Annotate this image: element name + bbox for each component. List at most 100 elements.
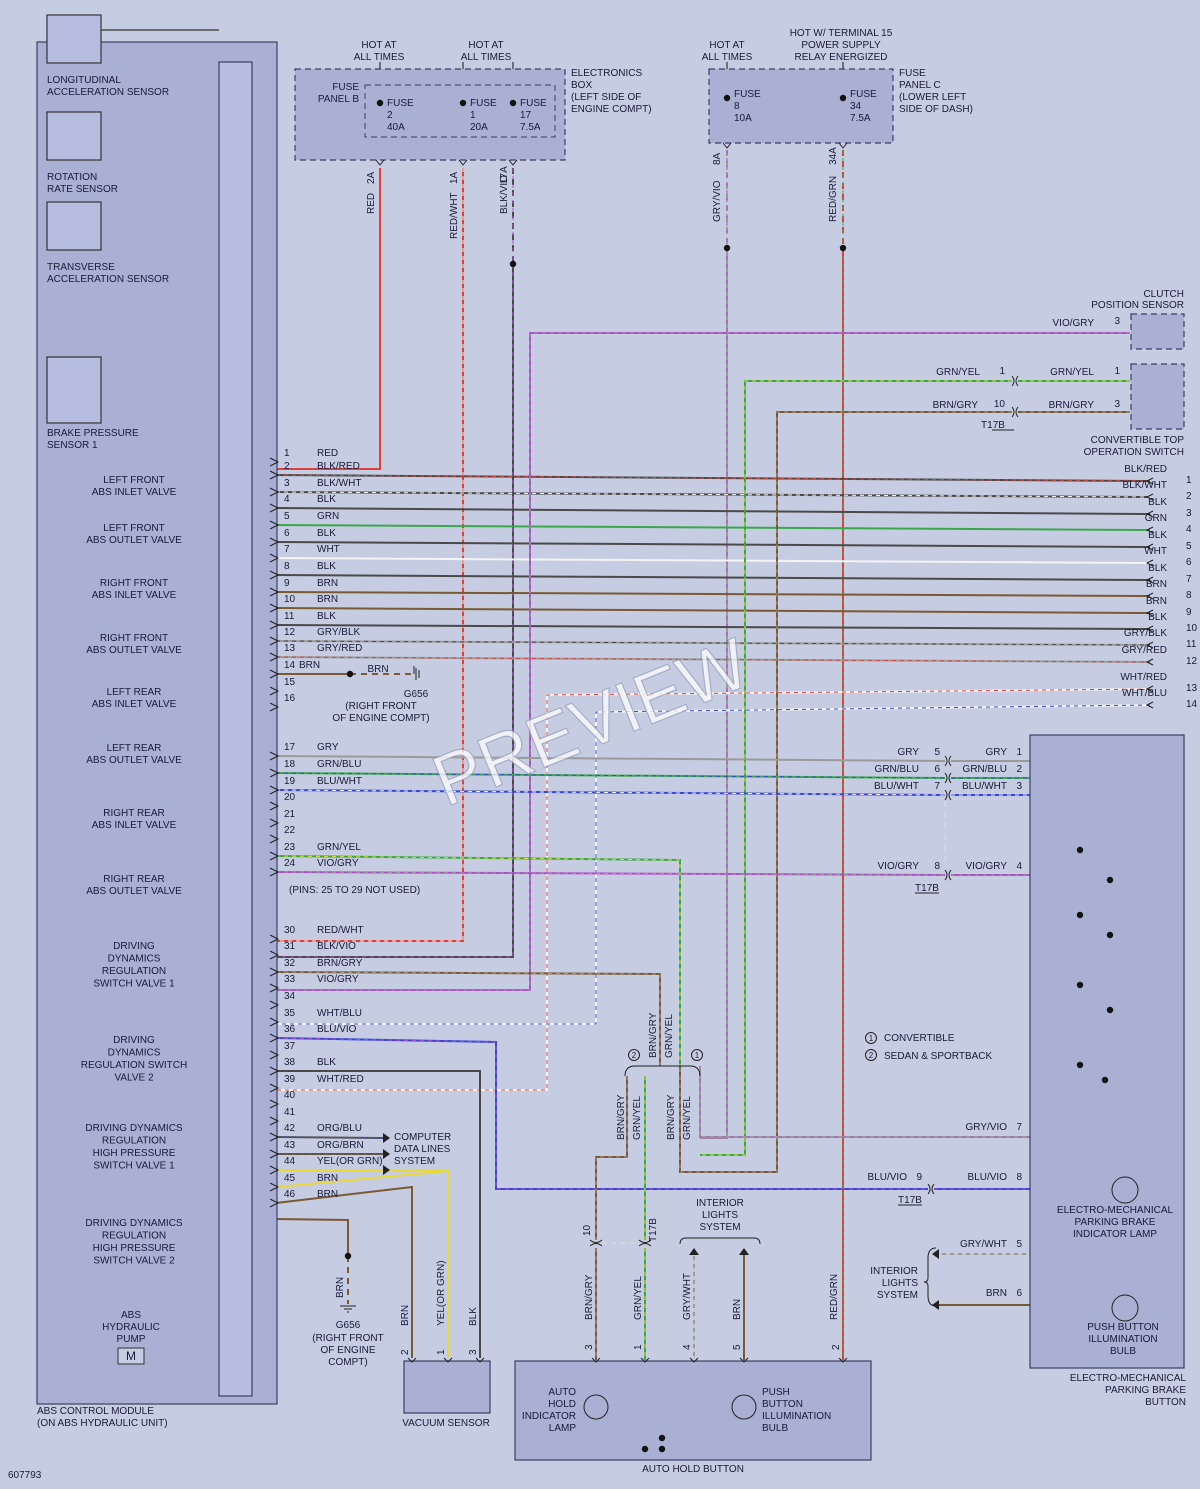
fuse-panel-b (294, 68, 566, 161)
labels-layer: ABS CONTROL MODULE(ON ABS HYDRAULIC UNIT… (8, 28, 1198, 1481)
fuse-node (839, 94, 847, 102)
pin-number: 38 (284, 1057, 296, 1068)
ah-indicator-label: AUTO (548, 1387, 576, 1398)
wire-label: GRN (317, 511, 339, 522)
connector-symbol (944, 755, 952, 767)
pin-number: 9 (916, 1172, 922, 1183)
wire-label: BLU/WHT (962, 781, 1007, 792)
pin-number: 31 (284, 941, 296, 952)
legend-text: SEDAN & SPORTBACK (884, 1051, 993, 1062)
wire-label: VIO/GRY (966, 861, 1008, 872)
pin-number: 5 (934, 747, 940, 758)
valve-label: DRIVING (113, 1035, 155, 1046)
wire-wht-red-stripe (276, 688, 1151, 1091)
connector-symbol (589, 1239, 652, 1247)
pin-chevron (1145, 477, 1154, 485)
ah-indicator-lamp (583, 1394, 609, 1420)
pin-chevron (1145, 526, 1154, 534)
pin-number: 1 (633, 1344, 644, 1350)
pin-number: 30 (284, 925, 296, 936)
fuse-label: FUSE (850, 89, 877, 100)
pin-number: 1 (1016, 747, 1022, 758)
ground-label: OF ENGINE (320, 1345, 375, 1356)
splice-dot (658, 1445, 666, 1453)
arrow-right (383, 1149, 390, 1159)
pin-chevron (269, 1050, 280, 1060)
fuse-panel-c (708, 68, 894, 144)
ground-label: (RIGHT FRONT (345, 701, 416, 712)
wire-label: GRY (986, 747, 1008, 758)
wire-label: BRN/GRY (616, 1094, 627, 1140)
figure-code: 607793 (8, 1470, 42, 1481)
hot-label: HOT W/ TERMINAL 15 (790, 28, 893, 39)
valve-label: DYNAMICS (108, 954, 161, 965)
wire-label: BLK/VIO (499, 175, 510, 214)
valve-label: DRIVING DYNAMICS (85, 1218, 183, 1229)
pin-chevron (591, 1357, 601, 1363)
pin-id: 17A (499, 166, 510, 184)
wire-label: RED (366, 193, 377, 214)
indicator-lamp (1111, 1176, 1139, 1204)
pin-number: 1 (1114, 366, 1120, 377)
interior-label: SYSTEM (699, 1222, 740, 1233)
pin-chevron (475, 1357, 485, 1363)
pin-number: 34 (284, 991, 296, 1002)
sensor-box (46, 14, 102, 64)
connector-symbol (1011, 406, 1019, 418)
fuse-node (509, 99, 517, 107)
pin-number: 46 (284, 1189, 296, 1200)
wire-label: BLK (317, 611, 336, 622)
wire-label: BLU/WHT (874, 781, 919, 792)
abs-module-label: ABS CONTROL MODULE (37, 1406, 154, 1417)
bulb-label: ILLUMINATION (1088, 1334, 1157, 1345)
pin-number: 5 (732, 1344, 743, 1350)
pin-number: 37 (284, 1041, 296, 1052)
computer-label: COMPUTER (394, 1132, 451, 1143)
wire-label: BRN/GRY (1049, 400, 1095, 411)
pin-chevron (269, 669, 280, 679)
wire-brn-gry-conv-stripe (679, 411, 1012, 1173)
pin-chevron (269, 768, 280, 778)
wire-label: BLK (317, 1057, 336, 1068)
pin-chevron (269, 1116, 280, 1126)
wire-vio-gry-clutch-stripe (276, 332, 1130, 991)
epb-label: ELECTRO-MECHANICAL (1070, 1373, 1187, 1384)
pin-number: 44 (284, 1156, 296, 1167)
wire-brn-vac (275, 1185, 413, 1358)
wire-label: RED/GRN (829, 1274, 840, 1320)
pin-chevron (269, 934, 280, 944)
wire-label: ORG/BLU (317, 1123, 362, 1134)
sensor-label: SENSOR 1 (47, 440, 98, 451)
clutch-label: POSITION SENSOR (1091, 300, 1184, 311)
wire-label: GRY/BLK (1124, 628, 1167, 639)
valve-label: VALVE 2 (114, 1073, 154, 1084)
pin-number: 35 (284, 1008, 296, 1019)
connector-symbol (944, 789, 952, 801)
hot-label: HOT AT (709, 40, 744, 51)
pin-number: 8 (1016, 1172, 1022, 1183)
wire-label: BLK (1148, 563, 1167, 574)
wire-label: BRN (1146, 579, 1167, 590)
brace (923, 1247, 937, 1307)
switch-node (1101, 1076, 1109, 1084)
pin-number: 20 (284, 792, 296, 803)
pin-number: 3 (1114, 399, 1120, 410)
splice-dot (641, 1445, 649, 1453)
pin-chevron (269, 603, 280, 613)
pin-number: 7 (284, 544, 290, 555)
pin-number: 14 (1186, 699, 1198, 710)
wire-label: BLK/RED (317, 461, 360, 472)
wire-label: WHT (317, 544, 340, 555)
pin-number: 3 (1186, 508, 1192, 519)
module-bus (218, 61, 253, 1397)
valve-label: LEFT FRONT (103, 523, 164, 534)
wire-label: BLK (1148, 497, 1167, 508)
valve-label: SWITCH VALVE 1 (93, 979, 175, 990)
fuse-node (376, 99, 384, 107)
valve-label: ABS OUTLET VALVE (86, 755, 182, 766)
wire-label: BLK (1148, 530, 1167, 541)
pin-number: 3 (284, 478, 290, 489)
wire-label: GRN/YEL (1050, 367, 1094, 378)
wire-label: GRN/YEL (682, 1096, 693, 1140)
sensor-box (46, 111, 102, 161)
